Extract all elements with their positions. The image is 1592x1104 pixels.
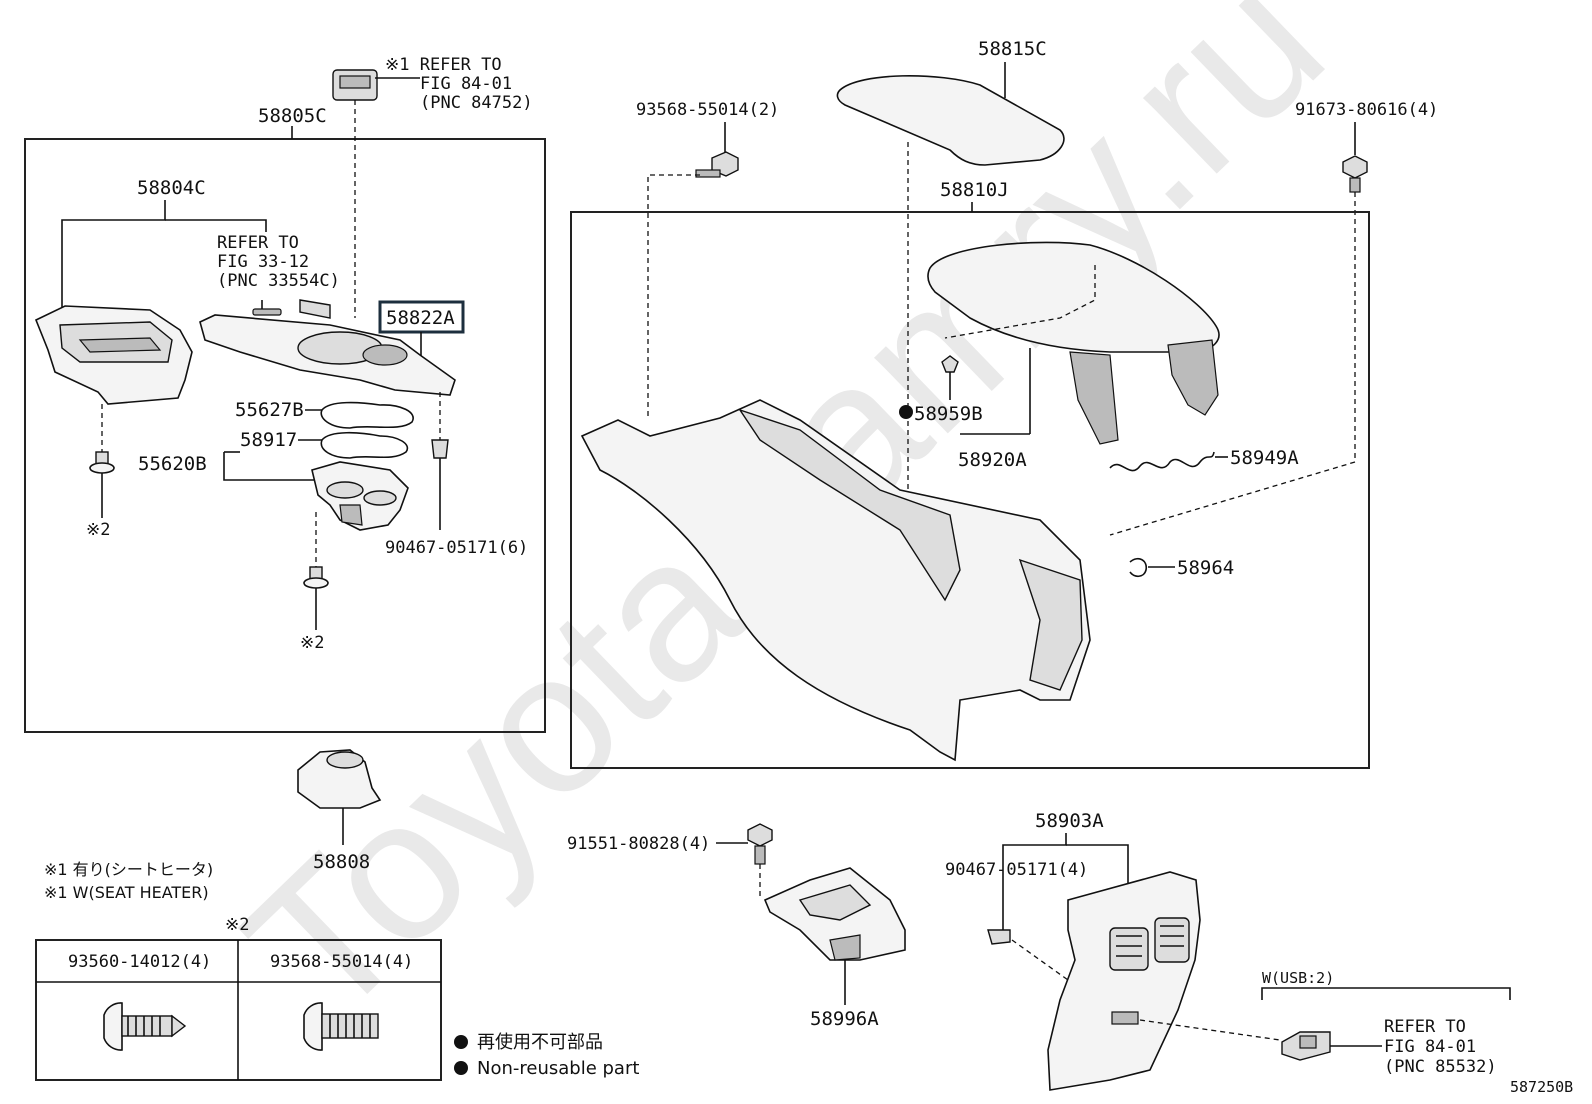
bolt-part-91673	[1342, 155, 1368, 193]
label-58810J: 58810J	[940, 179, 1009, 201]
ref2-line1: REFER TO	[217, 233, 299, 253]
legend-en: Non-reusable part	[477, 1058, 639, 1079]
label-58805C: 58805C	[258, 105, 327, 127]
label-90467-right: 90467-05171(4)	[945, 860, 1088, 880]
ref2-line2: FIG 33-12	[217, 252, 309, 272]
group-box-58810J	[570, 211, 1370, 769]
screw-table-title: ※2	[225, 915, 249, 935]
bracket-part-58808	[297, 749, 382, 809]
diagram-code: 587250B	[1510, 1078, 1573, 1096]
legend-bullet-jp	[454, 1035, 468, 1049]
label-58903A: 58903A	[1035, 810, 1104, 832]
label-58996A: 58996A	[810, 1008, 879, 1030]
label-58920A: 58920A	[958, 449, 1027, 471]
label-58917: 58917	[240, 429, 297, 451]
label-58808: 58808	[313, 851, 370, 873]
ref1-line2: FIG 84-01	[420, 74, 512, 94]
non-reusable-dot-58959B	[899, 405, 913, 419]
label-93568-top: 93568-55014(2)	[636, 100, 779, 120]
label-usb-group: W(USB:2)	[1262, 969, 1334, 987]
pad-part-58815C	[836, 74, 1065, 166]
bolt-part-91551	[747, 823, 773, 865]
clip-part-90467-right	[987, 929, 1011, 945]
note-1-en: ※1 W(SEAT HEATER)	[44, 883, 209, 902]
label-58822A: 58822A	[386, 307, 455, 329]
screw-icon-93568	[303, 1002, 379, 1051]
seat-heater-switch-part	[332, 69, 378, 101]
group-box-58805C	[24, 138, 546, 733]
label-58964: 58964	[1177, 557, 1234, 579]
usb-port-part	[1281, 1031, 1331, 1061]
ref1-line1: ※1 REFER TO	[385, 55, 502, 75]
clip-part-90467-left	[431, 439, 449, 459]
label-58804C: 58804C	[137, 177, 206, 199]
screw-table-col1: 93560-14012(4)	[68, 952, 211, 972]
screw-icon-93560	[103, 1002, 187, 1051]
label-91673: 91673-80616(4)	[1295, 100, 1438, 120]
legend-jp: 再使用不可部品	[477, 1032, 603, 1053]
console-body-part	[580, 399, 1091, 762]
clip-part-left-b	[303, 566, 329, 589]
label-90467-left: 90467-05171(6)	[385, 538, 528, 558]
clip-part-58964	[1129, 558, 1148, 578]
legend-bullet-en	[454, 1061, 468, 1075]
ref3-line3: (PNC 85532)	[1384, 1057, 1497, 1077]
label-55620B: 55620B	[138, 453, 207, 475]
note-1-jp: ※1 有り(シートヒータ)	[44, 860, 213, 879]
rear-panel-part-58903A	[1047, 871, 1201, 1091]
label-58959B: 58959B	[914, 403, 983, 425]
clip-part-left-a	[89, 451, 115, 474]
ref1-line3: (PNC 84752)	[420, 93, 533, 113]
console-panel-part	[199, 299, 456, 396]
screw-table: 93560-14012(4) 93568-55014(4)	[35, 939, 442, 1081]
label-58815C: 58815C	[978, 38, 1047, 60]
bolt-part-93568	[695, 151, 739, 178]
tray-part-58804C	[34, 305, 193, 405]
note-2-a: ※2	[86, 520, 110, 540]
ref3-line2: FIG 84-01	[1384, 1037, 1476, 1057]
label-55627B: 55627B	[235, 399, 304, 421]
ref2-line3: (PNC 33554C)	[217, 271, 340, 291]
ref3-line1: REFER TO	[1384, 1017, 1466, 1037]
note-2-b: ※2	[300, 633, 324, 653]
cup-holder-part	[311, 461, 409, 531]
armrest-lid-part	[927, 241, 1220, 445]
spring-part-58949A	[1109, 451, 1215, 472]
label-58949A: 58949A	[1230, 447, 1299, 469]
screw-table-col2: 93568-55014(4)	[270, 952, 413, 972]
bracket-part-58996A	[763, 867, 906, 961]
label-91551: 91551-80828(4)	[567, 834, 710, 854]
clip-part-58959B	[941, 355, 959, 400]
